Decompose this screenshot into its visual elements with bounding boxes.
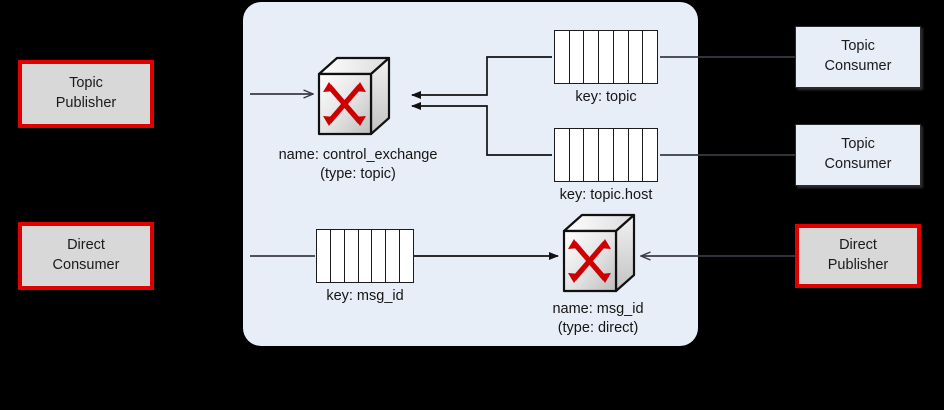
- topic-consumer-1-box[interactable]: Topic Consumer: [795, 26, 921, 88]
- control-exchange-caption: name: control_exchange (type: topic): [263, 146, 453, 183]
- queue-cell: [570, 31, 585, 83]
- queue-cell: [584, 31, 600, 83]
- direct-publisher-label-line2: Publisher: [827, 257, 889, 273]
- queue-msg-id-glyph[interactable]: [316, 229, 414, 283]
- queue-cell: [643, 129, 657, 181]
- queue-cell: [386, 230, 401, 282]
- queue-cell: [372, 230, 387, 282]
- control-exchange-name: name: control_exchange: [278, 147, 438, 163]
- topic-consumer-2-label-line2: Consumer: [824, 156, 892, 172]
- direct-publisher-label-line1: Direct: [839, 237, 877, 254]
- control-exchange-type: (type: topic): [320, 165, 396, 182]
- queue-cell: [555, 31, 570, 83]
- direct-consumer-box[interactable]: Direct Consumer: [18, 222, 154, 290]
- direct-publisher-box[interactable]: Direct Publisher: [795, 224, 921, 288]
- msg-id-exchange-icon[interactable]: [558, 213, 638, 299]
- control-exchange-icon[interactable]: [313, 56, 393, 142]
- topic-publisher-box[interactable]: Topic Publisher: [18, 60, 154, 128]
- queue-cell: [359, 230, 373, 282]
- topic-publisher-label-line1: Topic: [69, 75, 103, 92]
- msg-id-exchange-name: name: msg_id: [552, 301, 644, 317]
- queue-cell: [599, 31, 614, 83]
- direct-consumer-label-line2: Consumer: [52, 257, 120, 273]
- queue-cell: [614, 129, 629, 181]
- queue-topic-label: key: topic: [575, 89, 637, 105]
- queue-cell: [584, 129, 600, 181]
- queue-cell: [331, 230, 345, 282]
- msg-id-exchange-type: (type: direct): [557, 319, 639, 336]
- msg-id-exchange-caption: name: msg_id (type: direct): [513, 300, 683, 337]
- queue-cell: [643, 31, 657, 83]
- topic-consumer-1-label-line1: Topic: [841, 38, 875, 55]
- queue-cell: [629, 129, 644, 181]
- queue-cell: [555, 129, 570, 181]
- queue-cell: [614, 31, 629, 83]
- topic-consumer-1-label-line2: Consumer: [824, 58, 892, 74]
- queue-topic-glyph[interactable]: [554, 30, 658, 84]
- queue-cell: [345, 230, 359, 282]
- queue-cell: [629, 31, 644, 83]
- queue-cell: [599, 129, 614, 181]
- queue-cell: [317, 230, 331, 282]
- topic-publisher-label-line2: Publisher: [55, 95, 117, 111]
- queue-cell: [570, 129, 585, 181]
- queue-topic-host-glyph[interactable]: [554, 128, 658, 182]
- queue-cell: [400, 230, 413, 282]
- queue-msg-id-label: key: msg_id: [326, 288, 404, 304]
- queue-topic-host-label: key: topic.host: [559, 187, 653, 203]
- topic-consumer-2-label-line1: Topic: [841, 136, 875, 153]
- direct-consumer-label-line1: Direct: [67, 237, 105, 254]
- topic-consumer-2-box[interactable]: Topic Consumer: [795, 124, 921, 186]
